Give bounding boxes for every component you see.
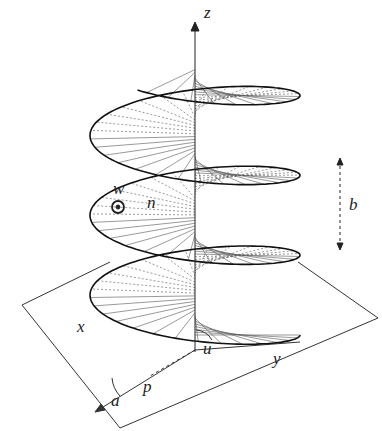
ruling-line xyxy=(195,321,243,344)
ruling-line xyxy=(131,183,195,204)
ruling-line xyxy=(144,229,195,252)
ruling-line xyxy=(195,78,214,104)
ruling-line xyxy=(195,251,295,259)
variable-label: n xyxy=(146,194,157,211)
variable-label: a xyxy=(110,392,121,409)
plane-edge xyxy=(298,262,378,318)
ruling-line xyxy=(195,81,236,105)
variable-label: w xyxy=(112,180,125,197)
ruling-line xyxy=(147,70,196,93)
ruling-line xyxy=(125,226,195,246)
ruling-line xyxy=(136,148,196,169)
ruling-line xyxy=(93,206,195,213)
ruling-line xyxy=(139,101,195,123)
dimension-arrow xyxy=(337,158,343,250)
ruling-line xyxy=(142,260,195,282)
base-plane xyxy=(22,262,378,428)
ruling-line xyxy=(195,248,285,261)
ruling-line xyxy=(108,273,195,288)
ruling-line xyxy=(90,214,195,215)
ruling-line xyxy=(91,130,195,133)
axis-arrow xyxy=(95,404,105,412)
pitch-dimension xyxy=(340,160,341,248)
variable-label: u xyxy=(202,340,213,357)
point-marker xyxy=(112,201,124,213)
ruling-line xyxy=(195,166,240,190)
ruling-line xyxy=(195,251,294,260)
ruling-line xyxy=(92,218,195,223)
ruling-line xyxy=(90,137,195,139)
axis-arrow xyxy=(191,22,199,31)
ruling-line xyxy=(133,307,195,328)
ruling-line xyxy=(188,234,195,260)
ruling-line xyxy=(103,302,195,315)
ruling-line xyxy=(195,329,290,340)
z-axis xyxy=(195,24,196,352)
ruling-line xyxy=(153,310,195,334)
point-marker xyxy=(116,205,120,209)
ruling-line xyxy=(121,107,195,126)
variable-label: x xyxy=(76,318,86,335)
ruling-line xyxy=(107,114,195,128)
ruling-line xyxy=(173,173,196,198)
ruling-line xyxy=(185,250,195,276)
radius-line xyxy=(150,350,195,376)
ruling-line xyxy=(175,313,195,339)
axis xyxy=(112,22,343,352)
variable-label: b xyxy=(348,196,359,213)
ruling-line xyxy=(195,159,224,184)
ruling-line xyxy=(156,151,195,175)
ruling-line xyxy=(94,299,195,306)
ruling-line xyxy=(96,122,195,131)
plane-edge xyxy=(22,305,120,428)
ruling-line xyxy=(195,240,233,264)
ruling-line xyxy=(178,153,195,179)
variable-label: y xyxy=(272,350,282,367)
ruling-line xyxy=(183,91,195,117)
variable-label: p xyxy=(142,378,153,395)
ruling-line xyxy=(195,237,211,263)
ruling-line xyxy=(195,89,287,102)
ruling-line xyxy=(163,254,195,279)
ruling-line xyxy=(91,289,195,293)
x-axis xyxy=(95,350,195,412)
ruling-line xyxy=(99,220,196,230)
ruling-line xyxy=(191,75,195,101)
variable-label: z xyxy=(203,4,212,21)
ruling-line xyxy=(110,223,195,238)
ruling-line xyxy=(97,281,195,291)
plane-edge xyxy=(22,262,110,305)
ruling-line xyxy=(195,173,298,178)
ruling-line xyxy=(90,296,195,298)
ruling-line xyxy=(104,142,195,155)
ruling-line xyxy=(123,266,195,285)
ruling-line xyxy=(95,139,195,147)
